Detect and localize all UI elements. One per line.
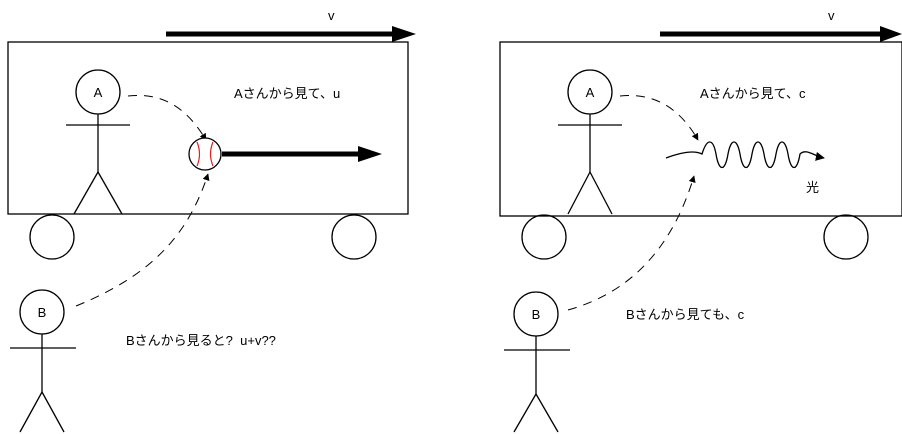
right-wheel-rear [522,215,566,259]
left-a-caption: Aさんから見て、u [234,86,340,101]
left-a-sightline [128,95,206,140]
right-velocity-label: v [828,8,835,23]
left-ball-motion-arrow [222,146,382,162]
left-b-sightline [76,174,208,306]
right-a-sightline [620,95,698,140]
right-observer-a-label: A [586,85,595,100]
right-b-sightline [568,176,694,310]
left-velocity-arrow [166,26,416,42]
left-panel: v A Aさんから見て、u [8,8,416,432]
left-observer-a-label: A [94,85,103,100]
left-observer-b-label: B [38,305,47,320]
right-wheel-front [824,215,868,259]
left-velocity-label: v [328,8,335,23]
right-a-caption: Aさんから見て、c [700,86,806,101]
ball-icon [189,138,221,170]
left-wheel-rear [30,215,74,259]
light-wave-icon [666,142,824,168]
left-b-caption: Bさんから見ると? u+v?? [126,333,276,348]
right-velocity-arrow [660,26,902,42]
right-train-car [500,42,902,216]
right-panel: v A Aさんから見て、c 光 B Bさんから [500,8,902,432]
right-b-caption: Bさんから見ても、c [626,307,745,322]
light-label: 光 [806,180,819,195]
left-wheel-front [332,215,376,259]
right-observer-b-label: B [532,307,541,322]
left-train-car [8,42,408,214]
